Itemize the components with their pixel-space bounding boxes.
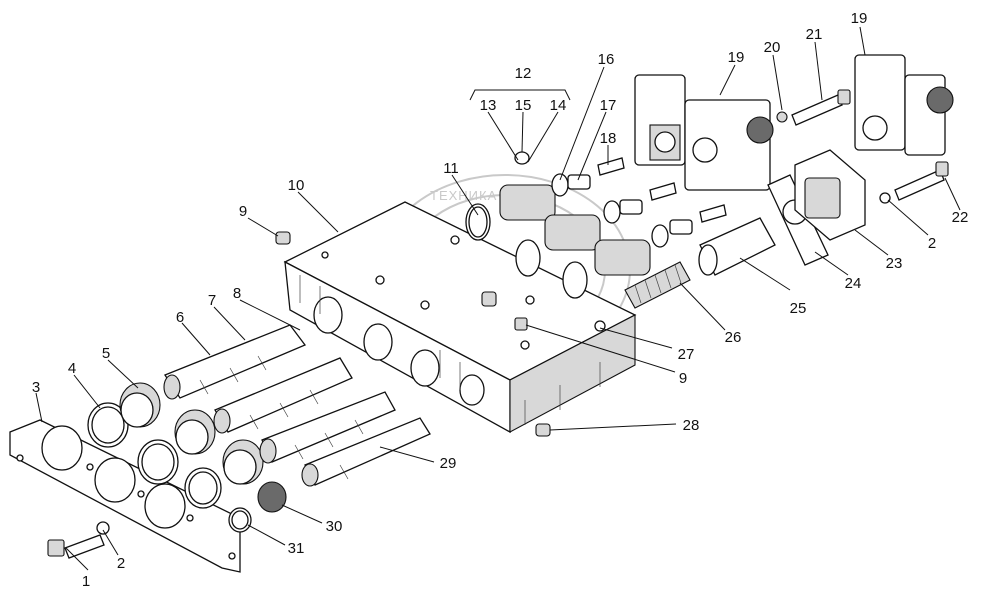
valve-body-part: [283, 201, 637, 434]
solenoid-parts: [634, 54, 954, 191]
callout-15: 15: [515, 97, 532, 114]
end-cap-parts: [119, 382, 287, 513]
watermark-text: ТЕХНИКА: [430, 188, 497, 203]
callout-10: 10: [288, 177, 305, 194]
callout-6: 6: [176, 309, 184, 326]
upper-seal-parts: [465, 151, 727, 299]
callout-24: 24: [845, 275, 862, 292]
callout-16: 16: [598, 51, 615, 68]
callout-labels: 1 2 3 4 5 6 7 8 9 10 11 12 13 15 14 16 1…: [32, 10, 969, 590]
callout-9: 9: [239, 203, 247, 220]
cover-gasket-parts: [767, 149, 866, 266]
spring-sleeve-parts: [624, 217, 776, 309]
callout-3: 3: [32, 379, 40, 396]
callout-30: 30: [326, 518, 343, 535]
callout-8: 8: [233, 285, 241, 302]
callout-20: 20: [764, 39, 781, 56]
callout-12: 12: [515, 65, 532, 82]
callout-2: 2: [117, 555, 125, 572]
callout-31: 31: [288, 540, 305, 557]
callout-5: 5: [102, 345, 110, 362]
callout-18: 18: [600, 130, 617, 147]
callout-28: 28: [683, 417, 700, 434]
bolt-parts: [47, 89, 949, 559]
callout-11: 11: [443, 160, 459, 177]
callout-25: 25: [790, 300, 807, 317]
callout-22: 22: [952, 209, 969, 226]
plug-parts: [275, 231, 551, 437]
callout-7: 7: [208, 292, 216, 309]
callout-17: 17: [600, 97, 617, 114]
callout-1: 1: [82, 573, 90, 590]
o-ring-parts: [87, 402, 252, 533]
leader-lines: [35, 26, 961, 571]
callout-2b: 2: [928, 235, 936, 252]
callout-23: 23: [886, 255, 903, 272]
callout-4: 4: [68, 360, 76, 377]
callout-9b: 9: [679, 370, 687, 387]
callout-27: 27: [678, 346, 695, 363]
callout-19b: 19: [851, 10, 868, 27]
callout-14: 14: [550, 97, 567, 114]
mounting-plate-part: [9, 419, 241, 573]
spool-parts: [163, 324, 431, 487]
callout-21: 21: [806, 26, 823, 43]
callout-29: 29: [440, 455, 457, 472]
callout-19a: 19: [728, 49, 745, 66]
callout-26: 26: [725, 329, 742, 346]
callout-13: 13: [480, 97, 497, 114]
